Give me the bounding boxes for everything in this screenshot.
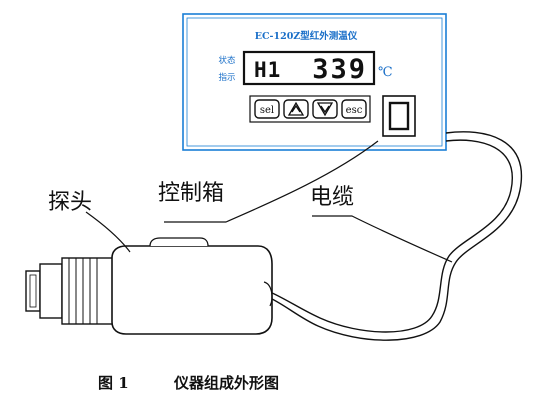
esc-button[interactable]: esc: [341, 99, 367, 119]
probe: [25, 237, 273, 335]
up-arrow-icon: [287, 101, 305, 116]
control-box: EC-120Z型红外测温仪 状态 指示 H1 339 ℃ sel esc: [182, 13, 447, 151]
up-button[interactable]: [283, 99, 309, 119]
lcd-display: [242, 50, 376, 86]
status-label: 状态: [218, 55, 236, 66]
down-arrow-icon: [316, 102, 334, 117]
control-box-leader: [164, 140, 379, 223]
control-box-frame-inner: [186, 17, 443, 147]
figure-number: 图 1: [98, 374, 129, 392]
probe-leader: [85, 211, 131, 253]
instrument-title: EC-120Z型红外测温仪: [255, 30, 358, 42]
esc-button-label: esc: [346, 105, 363, 116]
sel-button-label: sel: [260, 105, 274, 116]
figure-title: 仪器组成外形图: [173, 374, 279, 392]
unit-celsius: ℃: [378, 65, 393, 80]
display-mode: H1: [254, 58, 281, 82]
power-switch[interactable]: [382, 95, 416, 137]
control-box-label: 控制箱: [158, 181, 224, 206]
cable-outer: [269, 131, 523, 341]
display-value: 339: [312, 54, 367, 85]
cable-leader: [312, 215, 453, 263]
button-strip: [249, 95, 371, 123]
down-button[interactable]: [312, 99, 338, 119]
cable-inner: [269, 139, 513, 333]
probe-label: 探头: [48, 190, 92, 215]
indicator-label: 指示: [218, 72, 235, 83]
sel-button[interactable]: sel: [254, 99, 280, 119]
cable-label: 电缆: [310, 185, 354, 210]
